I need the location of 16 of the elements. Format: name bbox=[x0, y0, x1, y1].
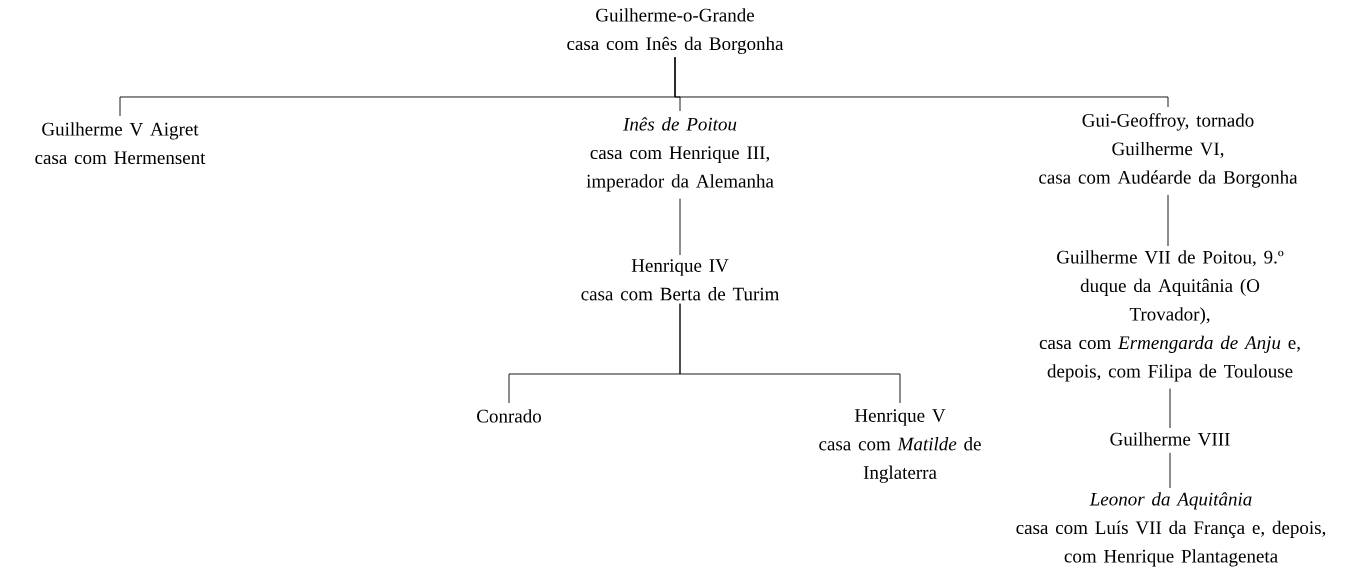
tree-line bbox=[1169, 388, 1171, 429]
tree-line bbox=[1167, 194, 1169, 247]
person-entry: Guilherme V Aigret casa com Hermensent bbox=[35, 122, 206, 165]
person-entry: Henrique V casa com Matilde de Inglaterra bbox=[819, 409, 981, 483]
tree-line bbox=[674, 56, 1169, 108]
person-entry: Guilherme-o-Grande casa com Inês da Borgonha bbox=[567, 8, 784, 54]
person-entry: Guilherme VII de Poitou, 9.º duque da Aquitânia (O Trovador), casa com Ermengarda de Anju e, depois, com Filipa de Toulouse bbox=[1039, 250, 1300, 382]
person-entry: Henrique IV casa com Berta de Turim bbox=[581, 259, 780, 301]
person-entry: Guilherme VIII bbox=[1110, 432, 1230, 446]
person-entry: Gui-Geoffroy, tornado Guilherme VI, casa com Audéarde da Borgonha bbox=[1039, 113, 1298, 188]
tree-line bbox=[1169, 452, 1171, 489]
person-entry: Inês de Poitou casa com Henrique III, imperador da Alemanha bbox=[586, 117, 774, 192]
tree-line bbox=[679, 303, 901, 404]
person-entry: Conrado bbox=[477, 409, 541, 423]
tree-line bbox=[679, 198, 681, 256]
person-entry: Leonor da Aquitânia casa com Luís VII da França e, depois, com Henrique Plantageneta bbox=[1016, 492, 1326, 567]
